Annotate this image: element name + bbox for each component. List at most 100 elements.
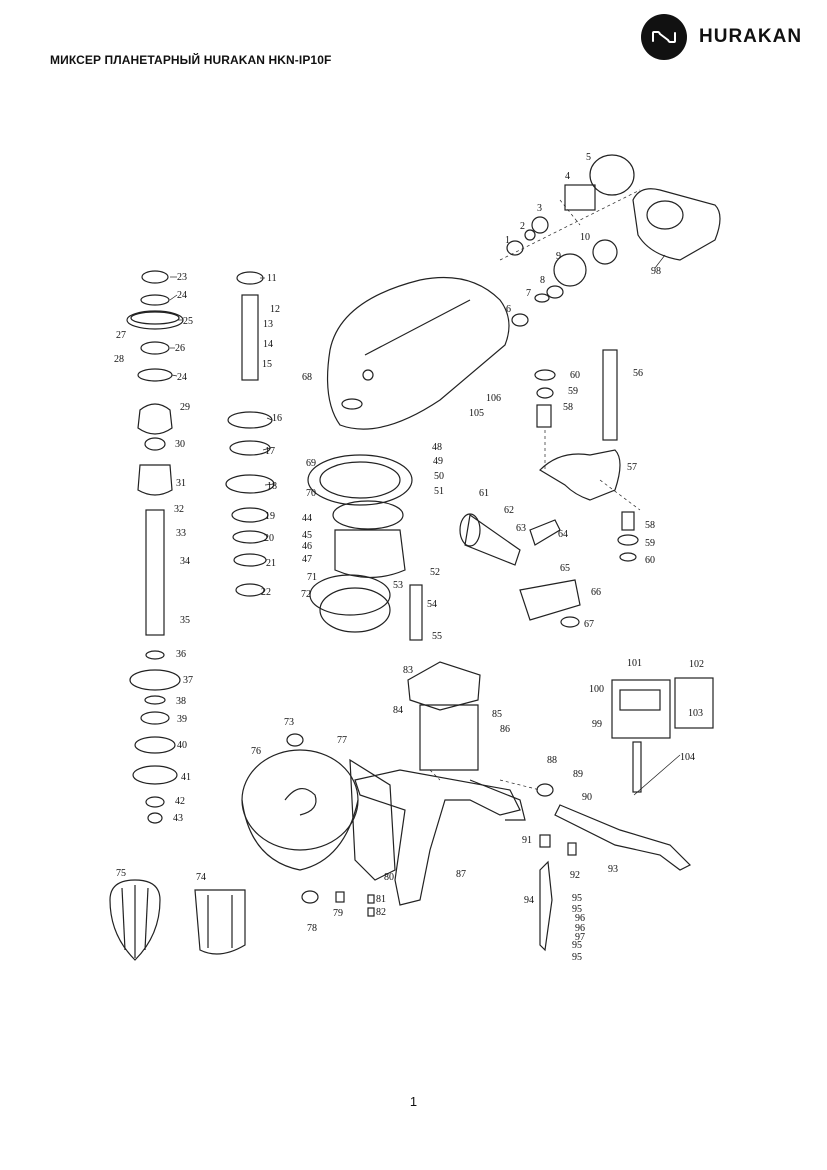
part-label: 36 bbox=[176, 649, 186, 660]
part-label: 85 bbox=[492, 709, 502, 720]
part-label: 99 bbox=[592, 719, 602, 730]
part-label: 27 bbox=[116, 330, 126, 341]
part-label: 11 bbox=[267, 273, 277, 284]
part-label: 41 bbox=[181, 772, 191, 783]
part-label: 68 bbox=[302, 372, 312, 383]
part-label: 92 bbox=[570, 870, 580, 881]
part-label: 4 bbox=[565, 171, 570, 182]
part-label: 56 bbox=[633, 368, 643, 379]
part-label: 61 bbox=[479, 488, 489, 499]
part-label: 46 bbox=[302, 541, 312, 552]
part-label: 95 bbox=[572, 952, 582, 963]
hurakan-wave-icon bbox=[641, 14, 687, 60]
part-label: 95 bbox=[572, 893, 582, 904]
part-label: 78 bbox=[307, 923, 317, 934]
part-label: 94 bbox=[524, 895, 534, 906]
part-label: 10 bbox=[580, 232, 590, 243]
part-label: 23 bbox=[177, 272, 187, 283]
part-label: 33 bbox=[176, 528, 186, 539]
leader-lines bbox=[169, 189, 681, 796]
part-labels: 1 2 3 4 5 6 7 8 9 10 11 12 13 14 15 16 1… bbox=[114, 152, 704, 963]
part-label: 65 bbox=[560, 563, 570, 574]
part-label: 43 bbox=[173, 813, 183, 824]
part-label: 44 bbox=[302, 513, 312, 524]
part-label: 59 bbox=[645, 538, 655, 549]
part-label: 14 bbox=[263, 339, 273, 350]
part-label: 97 bbox=[575, 932, 585, 943]
part-label: 22 bbox=[261, 587, 271, 598]
part-label: 74 bbox=[196, 872, 206, 883]
part-label: 76 bbox=[251, 746, 261, 757]
brand-logo: HURAKAN bbox=[641, 14, 802, 60]
part-label: 48 bbox=[432, 442, 442, 453]
part-label: 6 bbox=[506, 304, 511, 315]
part-label: 49 bbox=[433, 456, 443, 467]
part-label: 86 bbox=[500, 724, 510, 735]
part-label: 89 bbox=[573, 769, 583, 780]
part-label: 93 bbox=[608, 864, 618, 875]
part-label: 24 bbox=[177, 290, 187, 301]
part-label: 2 bbox=[520, 221, 525, 232]
part-label: 29 bbox=[180, 402, 190, 413]
part-label: 5 bbox=[586, 152, 591, 163]
part-label: 62 bbox=[504, 505, 514, 516]
part-label: 31 bbox=[176, 478, 186, 489]
part-label: 102 bbox=[689, 659, 704, 670]
part-label: 57 bbox=[627, 462, 637, 473]
part-label: 81 bbox=[376, 894, 386, 905]
part-label: 67 bbox=[584, 619, 594, 630]
part-label: 28 bbox=[114, 354, 124, 365]
part-label: 30 bbox=[175, 439, 185, 450]
planetary-ring-assembly bbox=[307, 454, 413, 633]
part-label: 26 bbox=[175, 343, 185, 354]
part-label: 95 bbox=[572, 940, 582, 951]
brand-name: HURAKAN bbox=[699, 26, 803, 47]
part-label: 105 bbox=[469, 408, 484, 419]
part-label: 70 bbox=[306, 488, 316, 499]
part-label: 9 bbox=[556, 251, 561, 262]
part-label: 7 bbox=[526, 288, 531, 299]
part-label: 103 bbox=[688, 708, 703, 719]
part-label: 80 bbox=[384, 872, 394, 883]
part-label: 87 bbox=[456, 869, 466, 880]
part-label: 21 bbox=[266, 558, 276, 569]
page-number: 1 bbox=[409, 1094, 418, 1109]
part-label: 45 bbox=[302, 530, 312, 541]
part-label: 52 bbox=[430, 567, 440, 578]
part-label: 35 bbox=[180, 615, 190, 626]
output-shaft bbox=[409, 513, 581, 641]
part-label: 60 bbox=[570, 370, 580, 381]
part-label: 90 bbox=[582, 792, 592, 803]
part-label: 40 bbox=[177, 740, 187, 751]
document-title: МИКСЕР ПЛАНЕТАРНЫЙ HURAKAN HKN-IP10F bbox=[50, 53, 332, 67]
part-label: 1 bbox=[505, 235, 510, 246]
part-label: 59 bbox=[568, 386, 578, 397]
part-label: 39 bbox=[177, 714, 187, 725]
part-label: 16 bbox=[272, 413, 282, 424]
part-label: 38 bbox=[176, 696, 186, 707]
part-label: 18 bbox=[267, 481, 277, 492]
part-label: 69 bbox=[306, 458, 316, 469]
part-label: 58 bbox=[563, 402, 573, 413]
part-label: 98 bbox=[651, 266, 661, 277]
part-label: 100 bbox=[589, 684, 604, 695]
part-label: 53 bbox=[393, 580, 403, 591]
part-label: 19 bbox=[265, 511, 275, 522]
part-label: 84 bbox=[393, 705, 403, 716]
part-label: 17 bbox=[265, 446, 275, 457]
part-label: 96 bbox=[575, 923, 585, 934]
lift-column bbox=[534, 349, 639, 562]
part-label: 34 bbox=[180, 556, 190, 567]
part-label: 101 bbox=[627, 658, 642, 669]
part-label: 42 bbox=[175, 796, 185, 807]
part-label: 24 bbox=[177, 372, 187, 383]
part-label: 104 bbox=[680, 752, 695, 763]
part-label: 55 bbox=[432, 631, 442, 642]
motor-assembly bbox=[506, 154, 721, 327]
part-label: 75 bbox=[116, 868, 126, 879]
part-label: 47 bbox=[302, 554, 312, 565]
part-label: 13 bbox=[263, 319, 273, 330]
part-label: 88 bbox=[547, 755, 557, 766]
part-label: 54 bbox=[427, 599, 437, 610]
